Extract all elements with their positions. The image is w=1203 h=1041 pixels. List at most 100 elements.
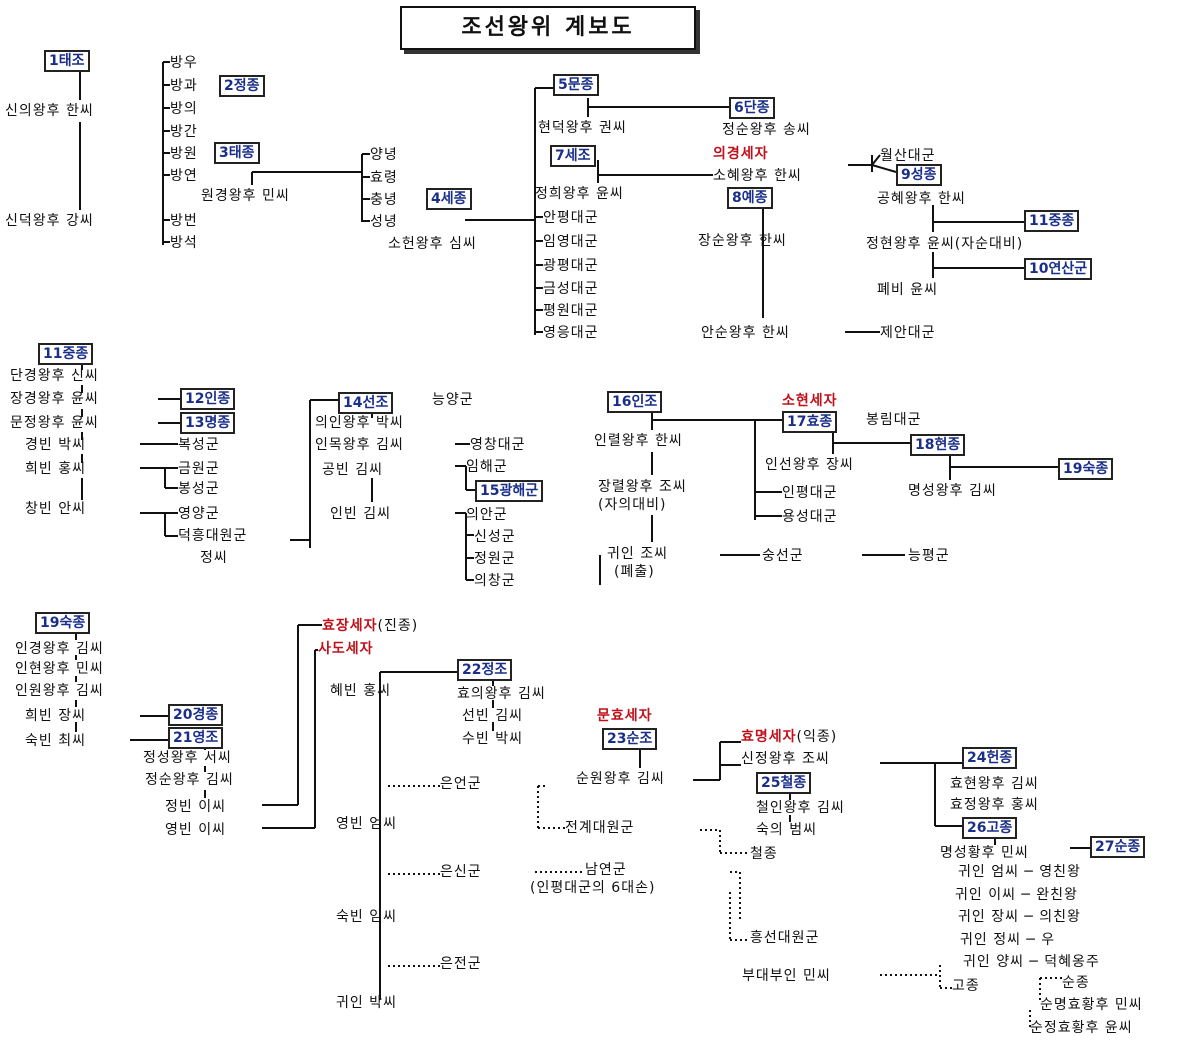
node-text: 능평군 xyxy=(908,548,950,564)
node-text: 9성종 xyxy=(901,167,937,183)
person-label: 방석 xyxy=(170,235,198,252)
person-label: 정순왕후 김씨 xyxy=(145,772,234,789)
crown-prince-label: 소현세자 xyxy=(782,393,838,410)
person-label: 철종 xyxy=(750,846,778,863)
person-label: 폐비 윤씨 xyxy=(877,282,938,299)
person-label: 숭선군 xyxy=(762,548,804,565)
person-label: 명성황후 민씨 xyxy=(940,845,1029,862)
node-text: 23순조 xyxy=(607,731,653,747)
node-text: 금성대군 xyxy=(543,281,599,297)
node-text: 인목왕후 김씨 xyxy=(315,437,404,453)
king-box: 13명종 xyxy=(180,412,236,434)
person-label: 방의 xyxy=(170,101,198,118)
node-text: 혜빈 홍씨 xyxy=(330,683,391,699)
person-label: 효령 xyxy=(370,170,398,187)
person-label: 숙빈 임씨 xyxy=(336,909,397,926)
node-text: 희빈 장씨 xyxy=(25,708,86,724)
person-label: 희빈 홍씨 xyxy=(25,461,86,478)
person-label: 인목왕후 김씨 xyxy=(315,437,404,454)
node-text: 귀인 엄씨 ─ 영친왕 xyxy=(958,864,1081,880)
person-label: 정성왕후 서씨 xyxy=(143,750,232,767)
person-label: 인경왕후 김씨 xyxy=(15,641,104,658)
node-text: 인경왕후 김씨 xyxy=(15,641,104,657)
person-label: 순원왕후 김씨 xyxy=(576,771,665,788)
node-text: 19숙종 xyxy=(40,615,86,631)
crown-prince-label: 사도세자 xyxy=(318,641,374,658)
king-box: 9성종 xyxy=(896,164,942,186)
node-text: 명성황후 민씨 xyxy=(940,845,1029,861)
king-box: 19숙종 xyxy=(1058,458,1114,480)
person-label: 인빈 김씨 xyxy=(330,506,391,523)
node-text: 공혜왕후 한씨 xyxy=(877,191,966,207)
node-text: 정씨 xyxy=(200,550,228,566)
node-text: 소현세자 xyxy=(782,393,838,409)
crown-prince-label: 의경세자 xyxy=(713,146,769,163)
person-label: 장렬왕후 조씨 xyxy=(598,479,687,496)
node-text: 은신군 xyxy=(440,864,482,880)
node-text: 정빈 이씨 xyxy=(165,799,226,815)
node-text: 정성왕후 서씨 xyxy=(143,750,232,766)
node-text: 효정왕후 홍씨 xyxy=(950,797,1039,813)
king-box: 22정조 xyxy=(457,659,513,681)
person-label: 영빈 엄씨 xyxy=(336,816,397,833)
node-text: 귀인 이씨 ─ 완친왕 xyxy=(955,887,1078,903)
node-text: 임영대군 xyxy=(543,234,599,250)
person-label: 용성대군 xyxy=(782,509,838,526)
node-text: 현덕왕후 권씨 xyxy=(538,120,627,136)
person-label: 인렬왕후 한씨 xyxy=(594,433,683,450)
king-box: 10연산군 xyxy=(1024,258,1093,280)
node-text: 효령 xyxy=(370,170,398,186)
node-text: 월산대군 xyxy=(880,148,936,164)
person-label: 정현왕후 윤씨(자순대비) xyxy=(866,236,1023,253)
node-text: 2정종 xyxy=(224,78,260,94)
node-text: 장순왕후 한씨 xyxy=(698,233,787,249)
person-label: 방연 xyxy=(170,168,198,185)
person-label: 귀인 장씨 ─ 의친왕 xyxy=(958,909,1081,926)
person-label: 정빈 이씨 xyxy=(165,799,226,816)
person-label: 신정왕후 조씨 xyxy=(741,751,830,768)
person-label: 신성군 xyxy=(474,529,516,546)
person-label: 수빈 박씨 xyxy=(462,731,523,748)
person-label: 정희왕후 윤씨 xyxy=(535,186,624,203)
person-label: 경빈 박씨 xyxy=(25,437,86,454)
person-label: 인평대군 xyxy=(782,485,838,502)
node-text: 방우 xyxy=(170,55,198,71)
node-text: 정원군 xyxy=(474,551,516,567)
node-text: 의인왕후 박씨 xyxy=(315,415,404,431)
node-text: 숭선군 xyxy=(762,548,804,564)
person-label: 귀인 이씨 ─ 완친왕 xyxy=(955,887,1078,904)
person-label: 평원대군 xyxy=(543,303,599,320)
person-label: 고종 xyxy=(952,978,980,995)
node-text: 은전군 xyxy=(440,956,482,972)
king-box: 27순종 xyxy=(1090,836,1146,858)
crown-prince-label: 효명세자(익종) xyxy=(741,729,837,746)
person-label: 숙의 범씨 xyxy=(756,822,817,839)
king-box: 26고종 xyxy=(962,817,1018,839)
node-text: 효현왕후 김씨 xyxy=(950,776,1039,792)
node-text: 24헌종 xyxy=(967,750,1013,766)
node-text: (인평대군의 6대손) xyxy=(530,880,656,896)
node-text: 덕흥대원군 xyxy=(178,528,248,544)
node-text: 숙의 범씨 xyxy=(756,822,817,838)
node-text: 26고종 xyxy=(967,820,1013,836)
node-text: 방번 xyxy=(170,213,198,229)
king-box: 17효종 xyxy=(782,411,838,433)
node-text: 영빈 엄씨 xyxy=(336,816,397,832)
person-label: 의창군 xyxy=(474,573,516,590)
node-text: 방원 xyxy=(170,146,198,162)
node-text: 명성왕후 김씨 xyxy=(908,483,997,499)
person-label: 능양군 xyxy=(432,392,474,409)
person-label: 안평대군 xyxy=(543,210,599,227)
node-text: 금원군 xyxy=(178,461,220,477)
node-text: 안순왕후 한씨 xyxy=(701,325,790,341)
node-text: 영창대군 xyxy=(470,437,526,453)
node-text: 7세조 xyxy=(555,148,591,164)
person-label: 방과 xyxy=(170,78,198,95)
node-text: 용성대군 xyxy=(782,509,838,525)
person-label: 부대부인 민씨 xyxy=(742,968,831,985)
node-text: 흥선대원군 xyxy=(750,930,820,946)
node-text: 의창군 xyxy=(474,573,516,589)
node-text: 신덕왕후 강씨 xyxy=(5,213,94,229)
node-text: 공빈 김씨 xyxy=(322,462,383,478)
king-box: 24헌종 xyxy=(962,747,1018,769)
